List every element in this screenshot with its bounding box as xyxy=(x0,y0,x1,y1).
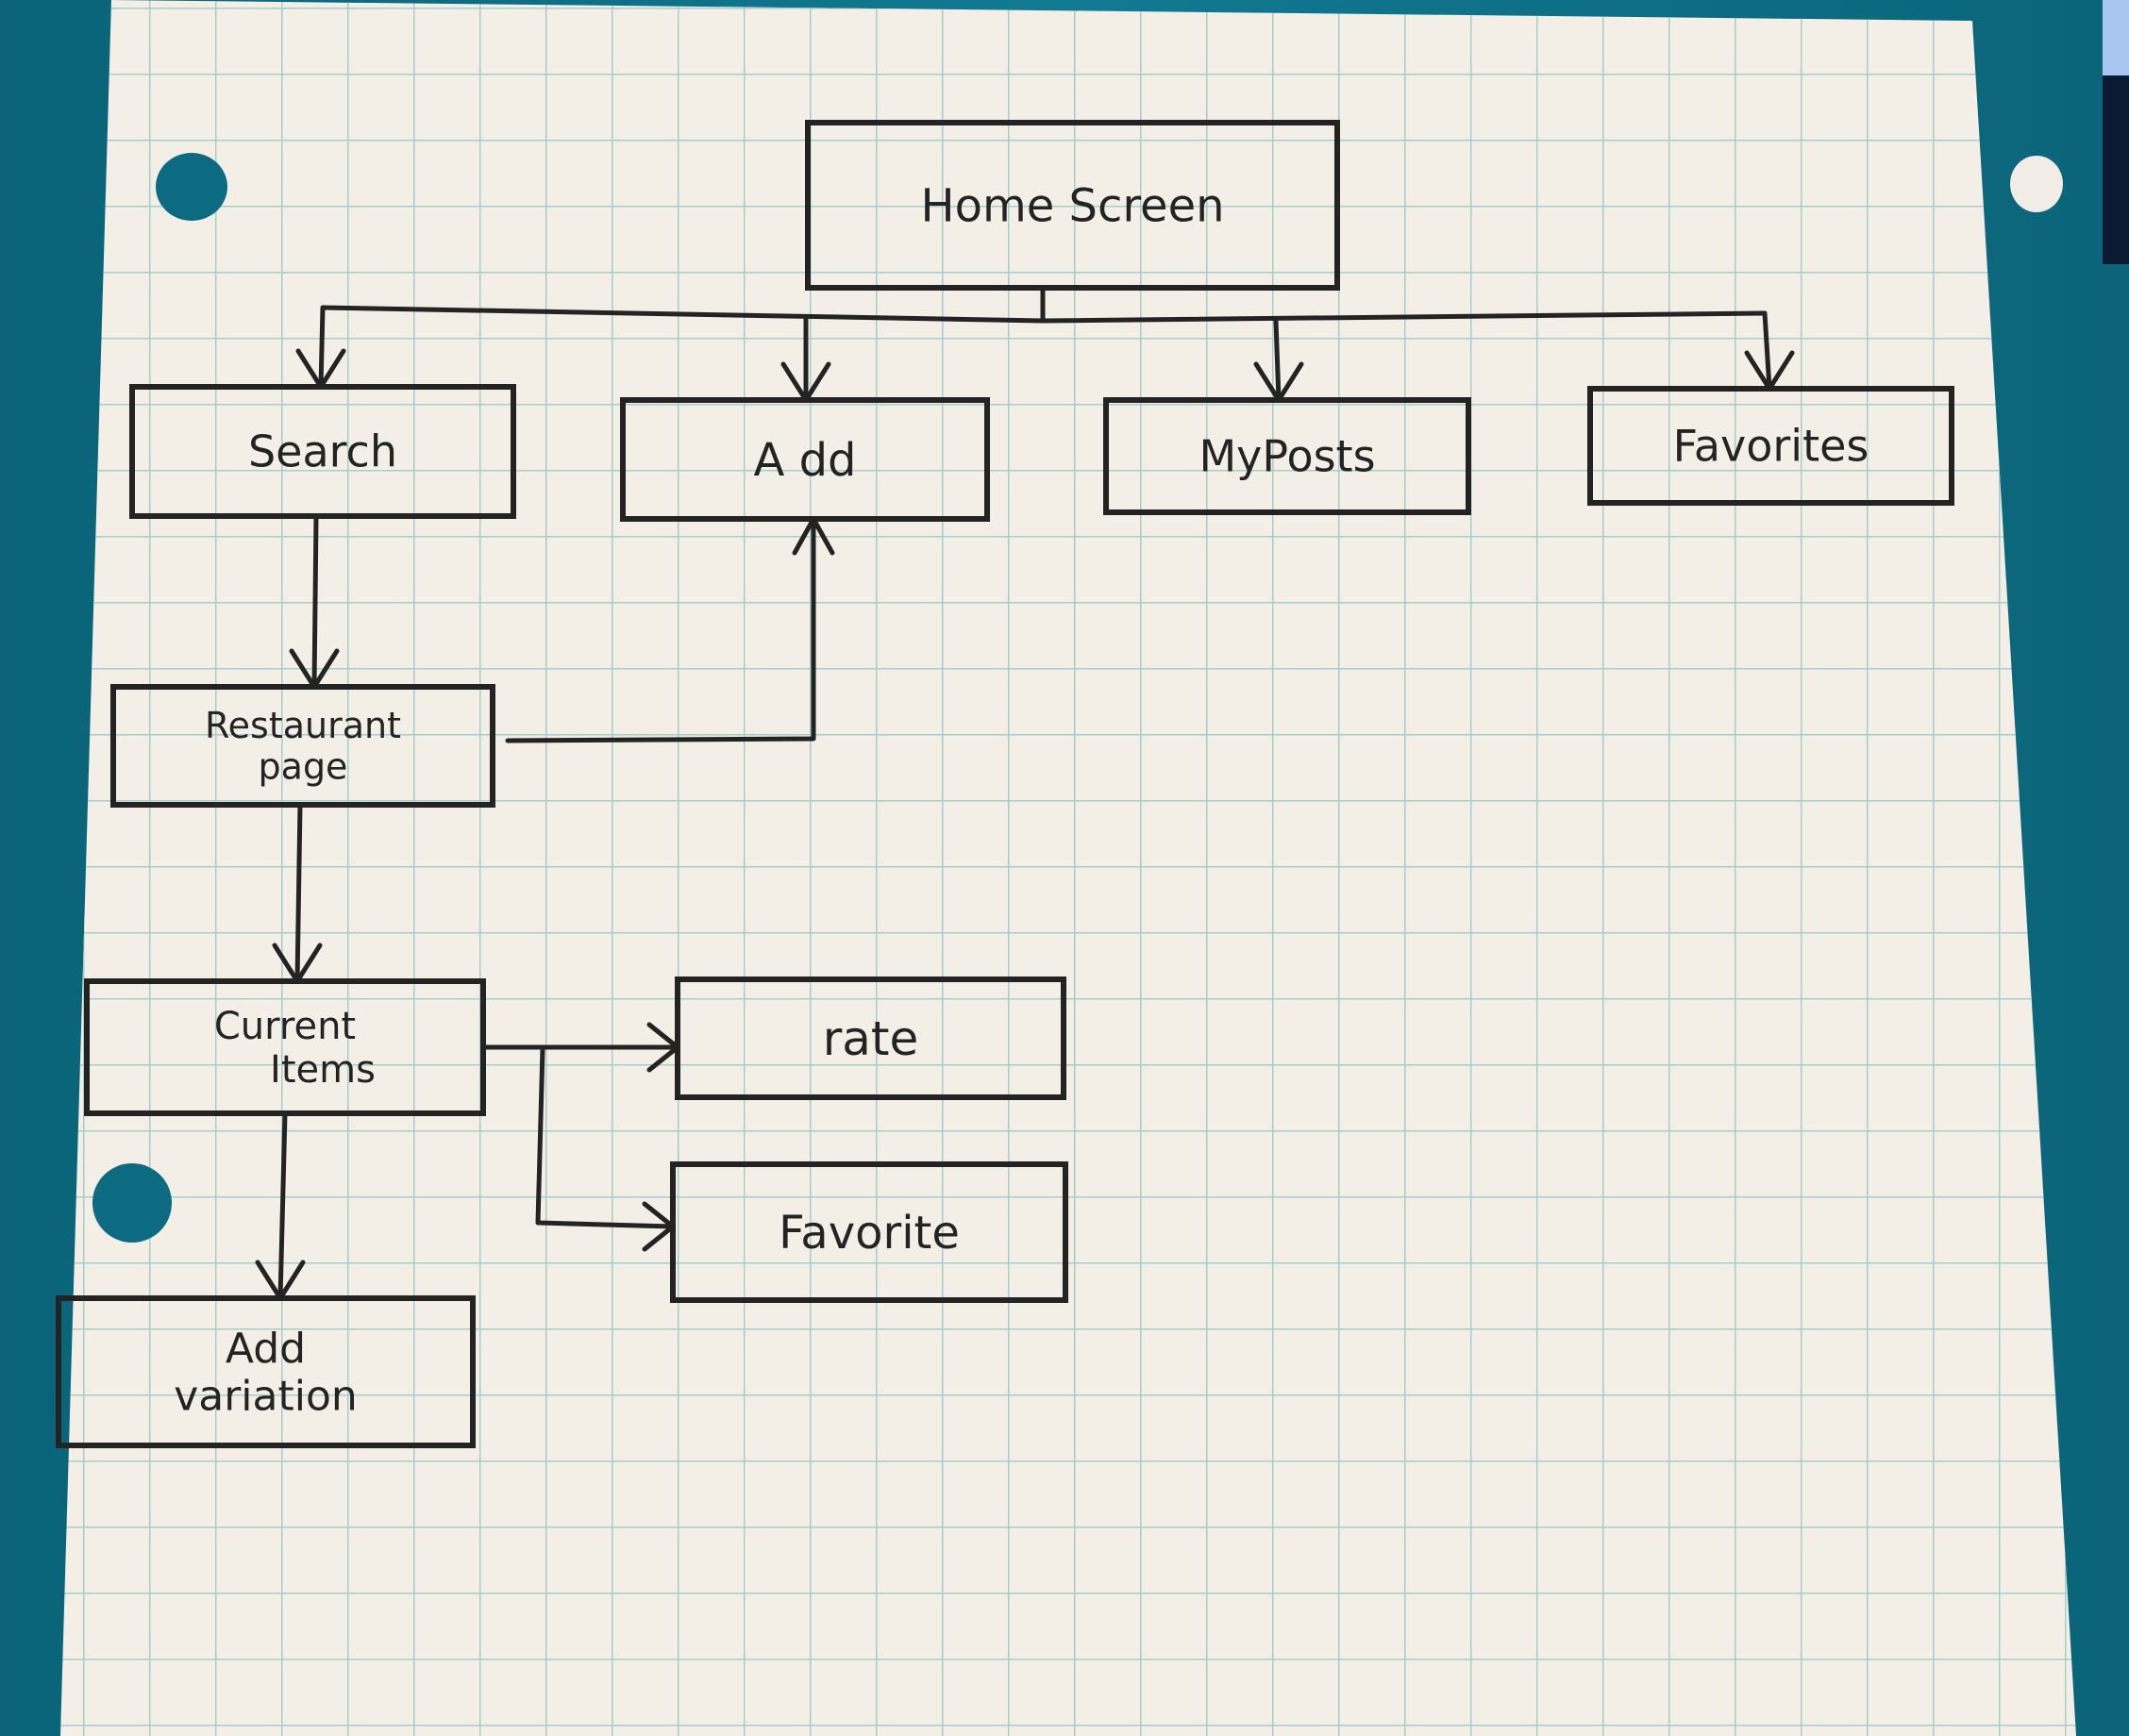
node-myposts: MyPosts xyxy=(1103,397,1471,515)
node-box xyxy=(1587,386,1954,506)
node-box xyxy=(670,1161,1068,1303)
node-favorite: Favorite xyxy=(670,1161,1068,1303)
node-label: Items xyxy=(270,1048,376,1092)
edge-home-favorites xyxy=(1762,310,1772,392)
background-dark-patch xyxy=(2103,75,2129,264)
binder-hole-right xyxy=(2010,156,2063,212)
node-favorites: Favorites xyxy=(1587,386,1954,506)
node-label: MyPosts xyxy=(1199,431,1375,482)
edge-current-favorite xyxy=(535,1046,676,1229)
node-label: Current xyxy=(214,1005,356,1048)
node-label: Favorite xyxy=(779,1207,960,1260)
node-label: Favorites xyxy=(1673,421,1869,472)
binder-hole-bottom xyxy=(92,1163,172,1243)
edge-restaurant-add xyxy=(505,516,816,743)
node-label: Home Screen xyxy=(920,179,1224,232)
node-box xyxy=(805,120,1340,291)
node-add: A dd xyxy=(620,397,990,522)
node-box xyxy=(129,384,516,519)
node-rate: rate xyxy=(675,976,1066,1100)
edge-home-bus xyxy=(320,305,1768,324)
node-box xyxy=(675,976,1066,1100)
node-label: variation xyxy=(174,1373,358,1421)
node-label: Search xyxy=(248,426,397,477)
edge-home-myposts xyxy=(1273,318,1282,403)
node-box xyxy=(1103,397,1471,515)
node-label: A dd xyxy=(753,434,856,487)
node-box xyxy=(56,1295,476,1448)
node-search: Search xyxy=(129,384,516,519)
background-light-patch xyxy=(2103,0,2129,75)
node-box xyxy=(84,978,486,1116)
node-box xyxy=(620,397,990,522)
edge-home-search xyxy=(318,305,326,390)
node-label: Add xyxy=(226,1325,306,1373)
connectors xyxy=(255,285,1795,1301)
node-label: page xyxy=(259,746,348,788)
node-label: rate xyxy=(823,1011,919,1066)
edge-current-variation xyxy=(277,1110,288,1301)
edge-search-restaurant xyxy=(311,513,319,690)
node-home: Home Screen xyxy=(805,120,1340,291)
node-box xyxy=(110,684,495,808)
edge-restaurant-current xyxy=(294,802,303,984)
binder-hole-top xyxy=(156,153,227,221)
node-label: Restaurant xyxy=(205,705,401,746)
